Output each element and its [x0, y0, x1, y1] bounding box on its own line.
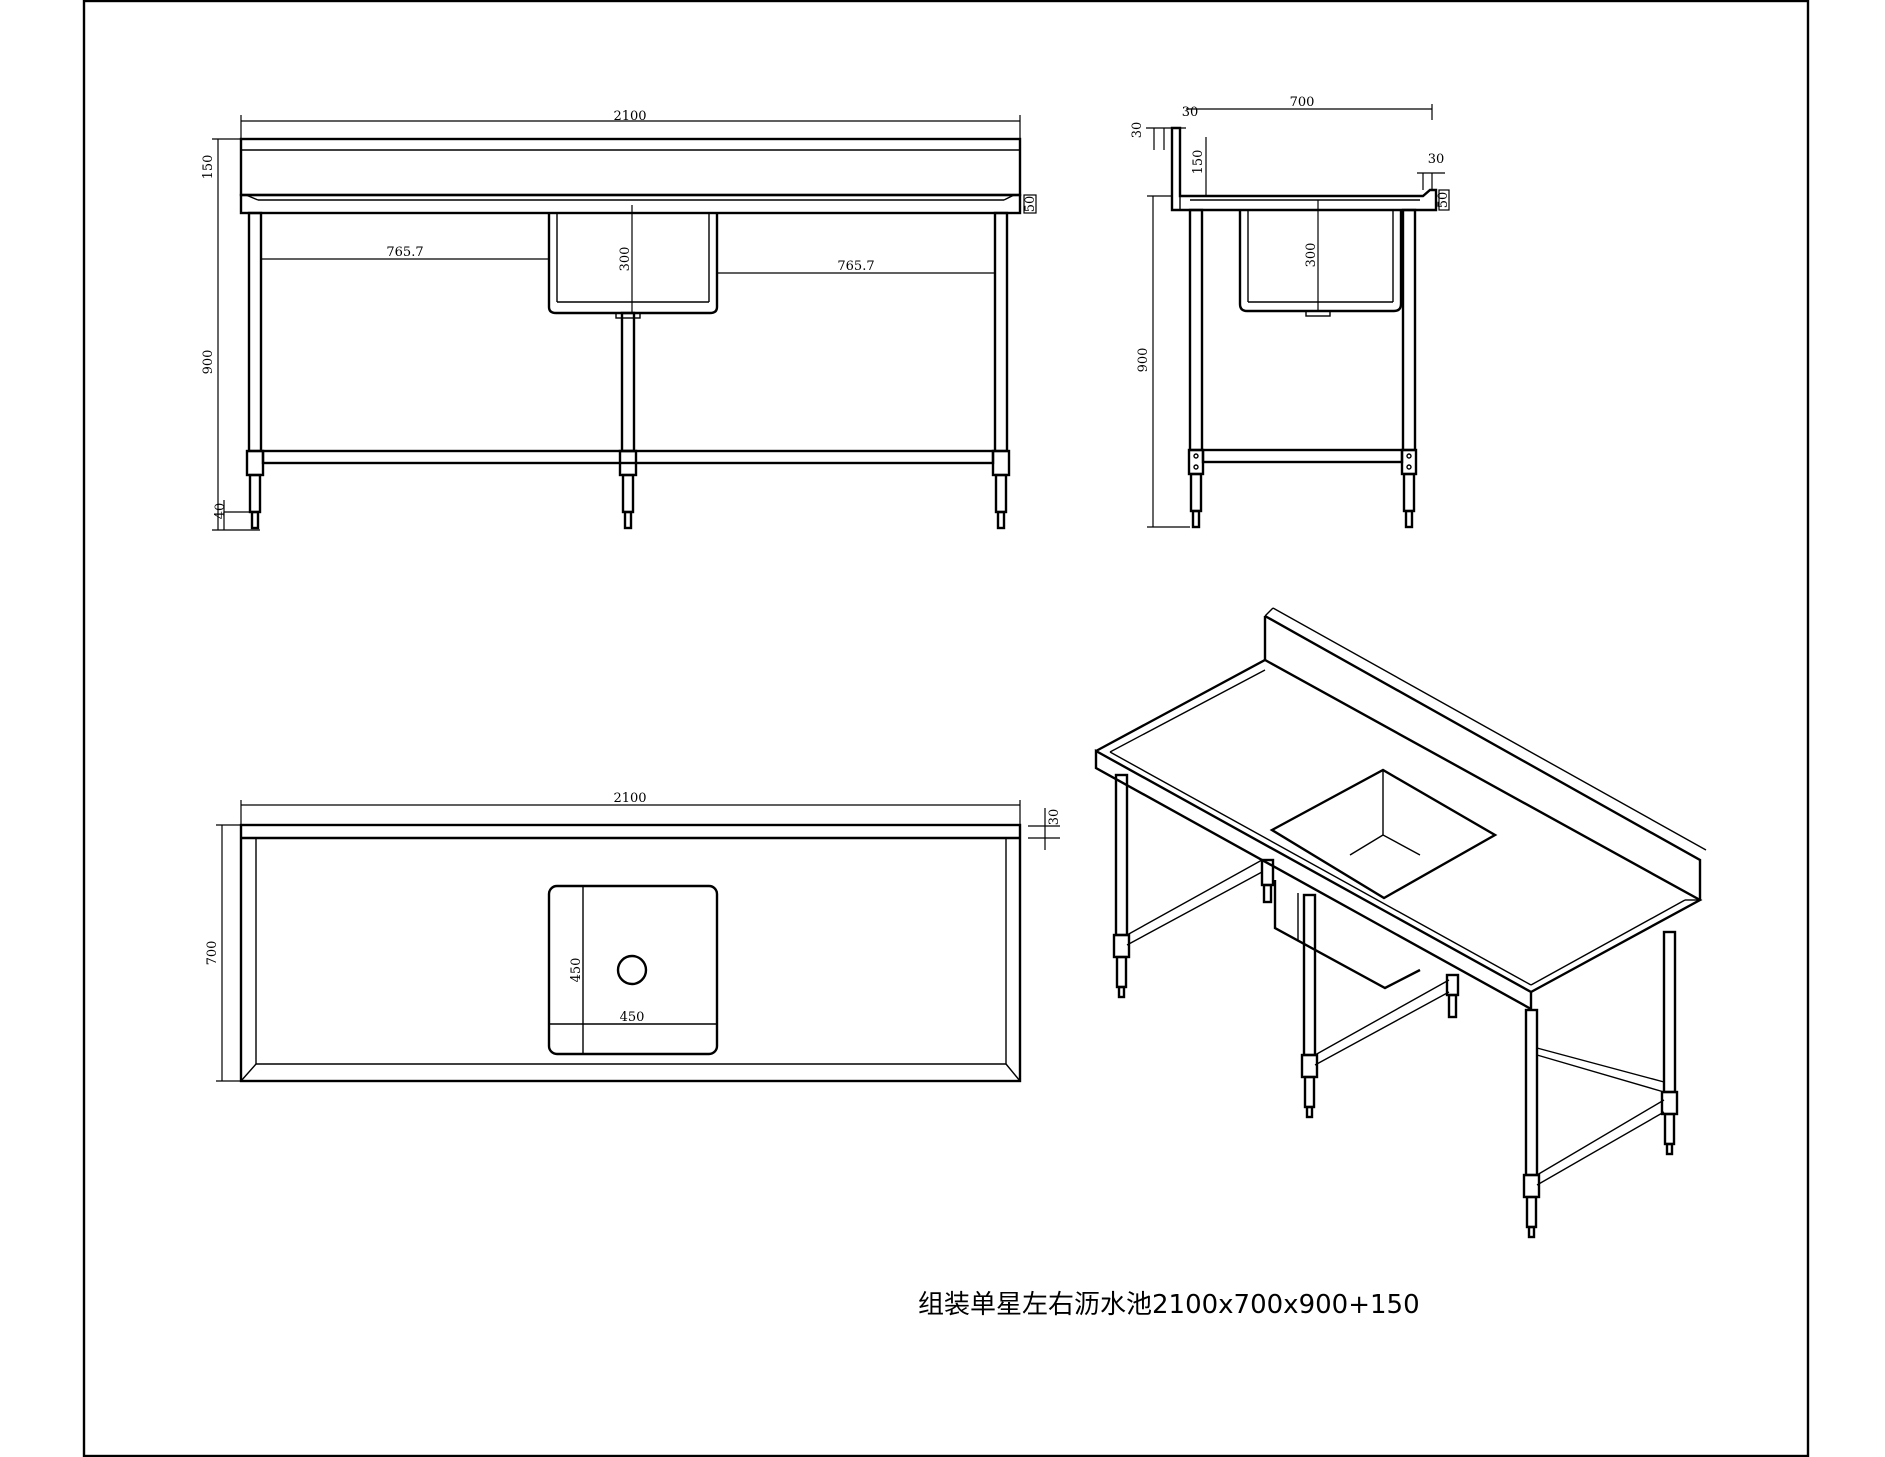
top-view: 2100 30 700 450 450	[205, 791, 1062, 1083]
top-sink-width-dim: 450	[620, 1010, 645, 1025]
top-lip-dim: 30	[1047, 809, 1062, 826]
side-edge-dim: 50	[1436, 192, 1451, 209]
side-sink-depth-dim: 300	[1304, 243, 1319, 268]
front-width-dim: 2100	[613, 109, 646, 124]
side-backsplash-dim: 150	[1191, 150, 1206, 175]
front-foot-dim: 40	[213, 503, 228, 520]
front-view: 2100 150 50	[201, 109, 1038, 531]
front-left-drainboard-dim: 765.7	[386, 245, 423, 260]
side-front-lip-dim: 30	[1428, 152, 1445, 167]
drawing-border	[82, 0, 1810, 1457]
drawing-title: 组装单星左右沥水池2100x700x900+150	[918, 1290, 1420, 1320]
front-height-dim: 900	[201, 350, 216, 375]
front-sink-depth-dim: 300	[618, 247, 633, 272]
front-right-drainboard-dim: 765.7	[837, 259, 874, 274]
top-depth-dim: 700	[205, 941, 220, 966]
front-edge-dim: 50	[1023, 196, 1038, 213]
top-sink-length-dim: 450	[569, 958, 584, 983]
top-width-dim: 2100	[613, 791, 646, 806]
isometric-view	[1094, 607, 1707, 1239]
front-backsplash-dim: 150	[201, 155, 216, 180]
side-height-dim: 900	[1136, 348, 1151, 373]
side-depth-dim: 700	[1290, 95, 1315, 110]
side-splash-lip-top-dim: 30	[1182, 105, 1199, 120]
side-view: 700 30 30 150 30 50	[1130, 95, 1451, 529]
side-splash-lip-dim: 30	[1130, 122, 1145, 139]
